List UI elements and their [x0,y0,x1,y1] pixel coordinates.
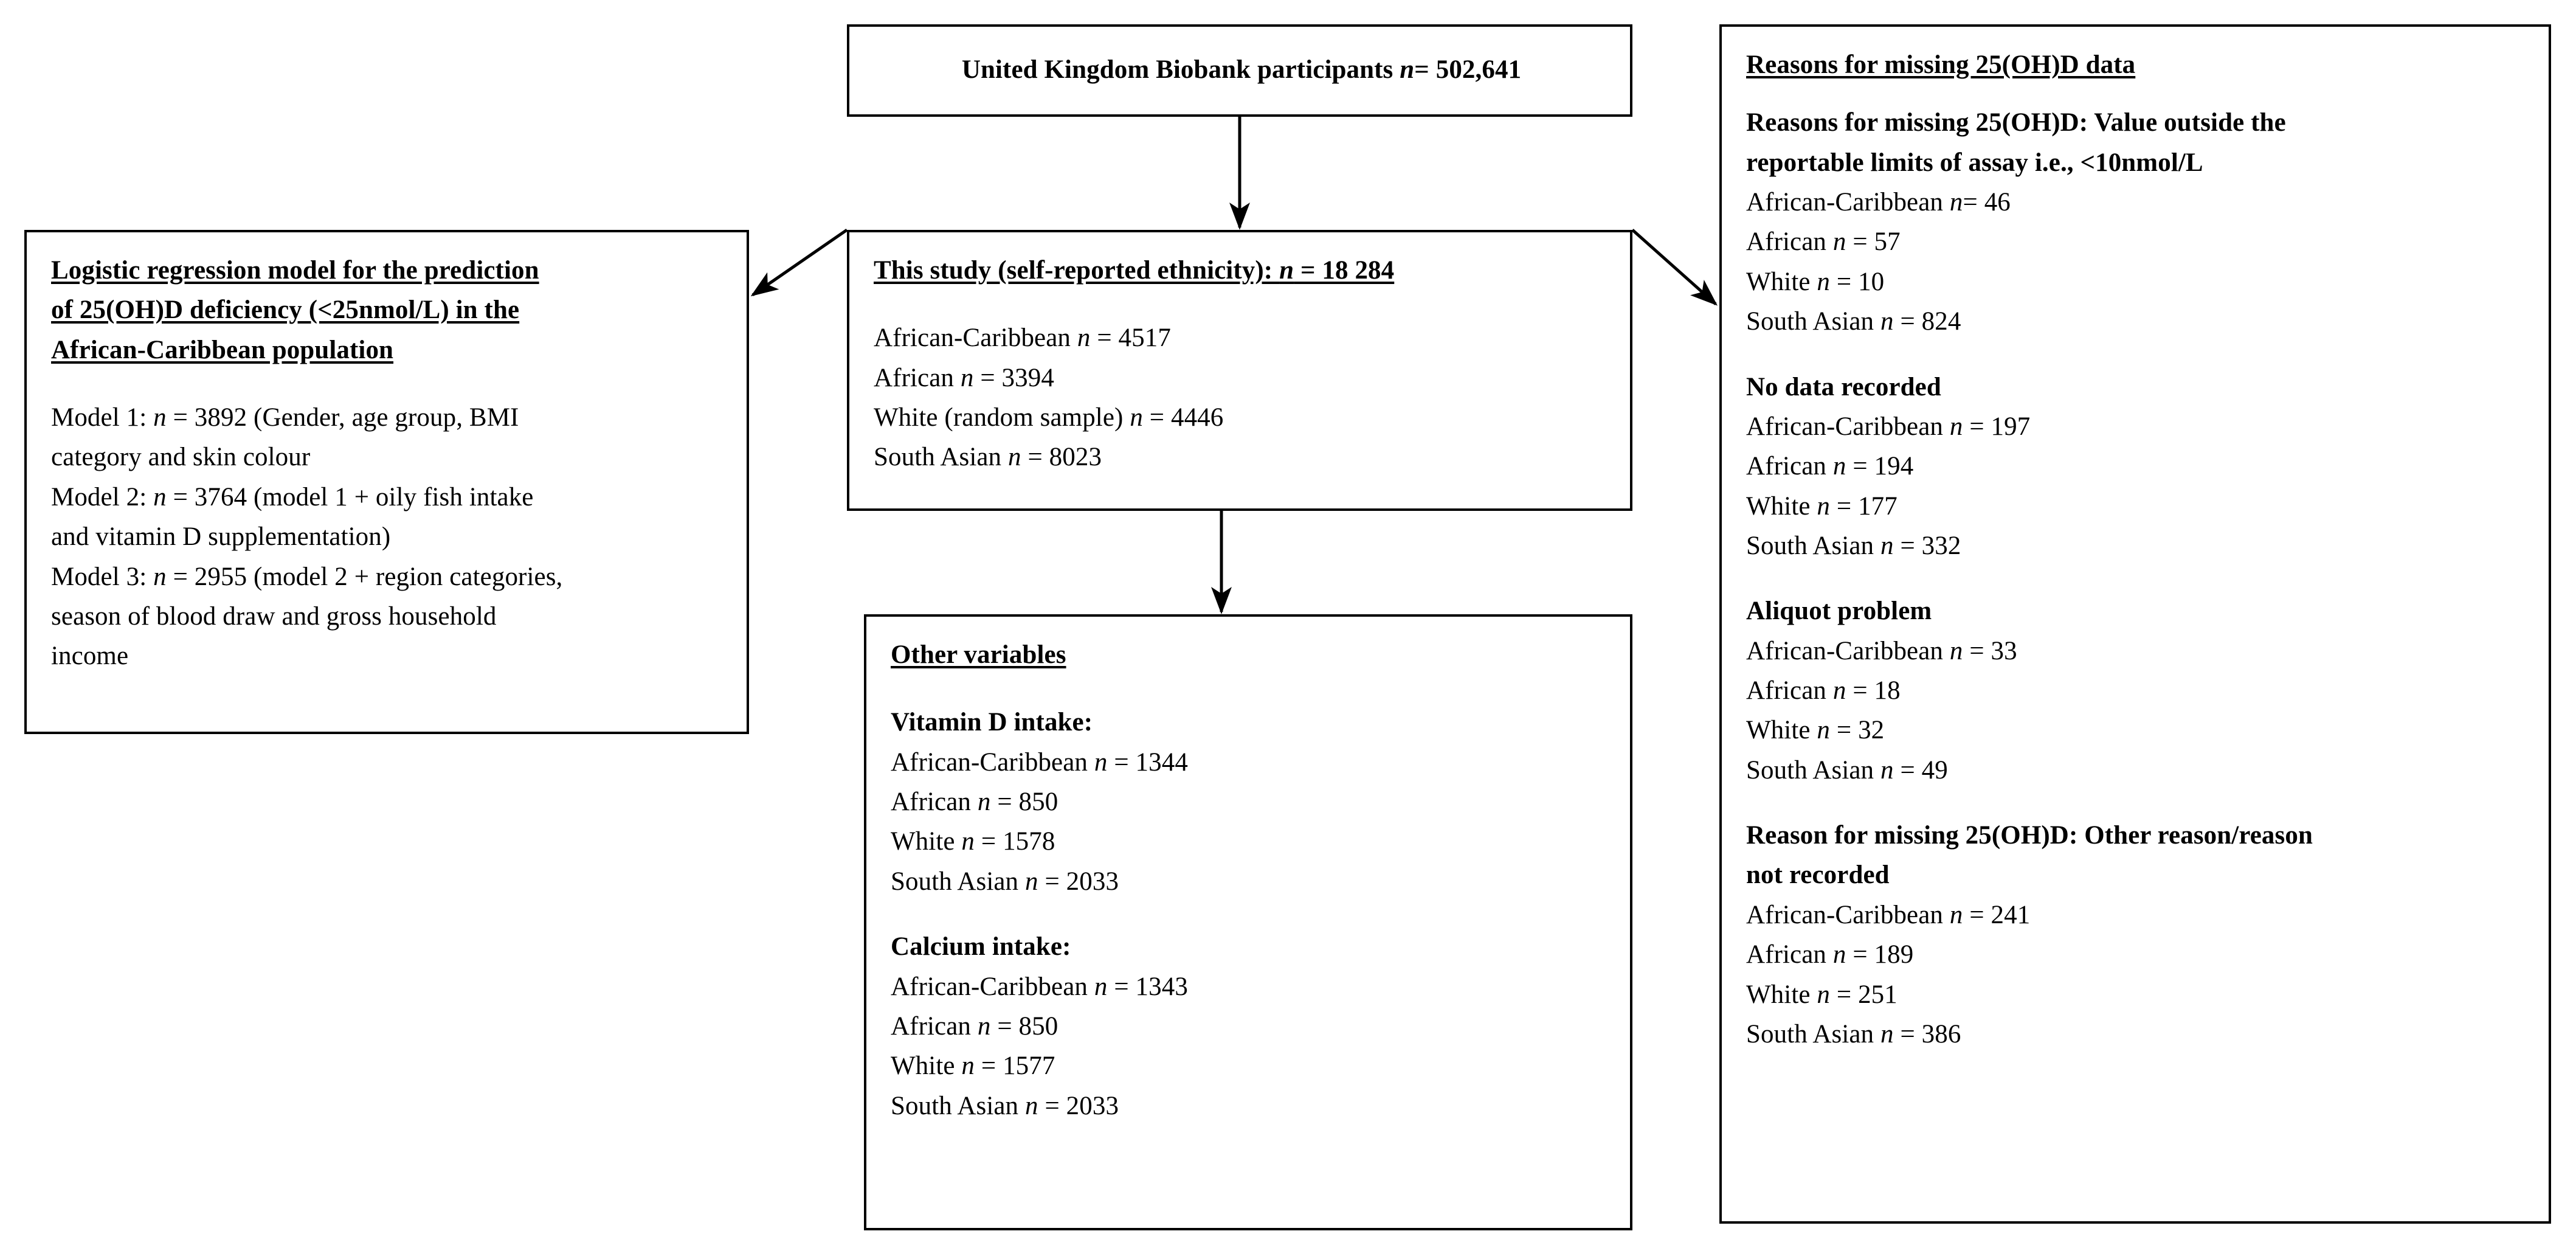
missing-data-heading: Reasons for missing 25(OH)D data [1746,50,2136,79]
model-heading-line-2: of 25(OH)D deficiency (<25nmol/L) in the [51,296,520,325]
missing-s4-row-african: African n = 189 [1746,940,1914,969]
this-study-heading: This study (self-reported ethnicity): n … [874,256,1395,285]
missing-s1-row-white: White n = 10 [1746,267,1885,296]
node-this-study: This study (self-reported ethnicity): n … [847,230,1632,511]
spacer [874,293,1609,318]
spacer [51,372,726,398]
spacer [1746,566,2528,591]
missing-s4-row-african-caribbean: African-Caribbean n = 241 [1746,900,2031,929]
other-variables-heading-wrap: Other variables [891,635,1609,674]
missing-s3-row-white: White n = 32 [1746,716,1885,745]
missing-s4-title-line-1: Reason for missing 25(OH)D: Other reason… [1746,821,2313,850]
this-study-row-african-caribbean: African-Caribbean n = 4517 [874,324,1171,353]
model-2-line-1: Model 2: n = 3764 (model 1 + oily fish i… [51,482,534,511]
model-1-line-2: category and skin colour [51,443,311,472]
other-variables-heading: Other variables [891,640,1066,669]
spacer [1746,342,2528,367]
missing-s1-row-african: African n = 57 [1746,227,1901,257]
model-3-line-3: income [51,642,129,671]
missing-s2-row-african: African n = 194 [1746,452,1914,481]
missing-s1-title-line-2: reportable limits of assay i.e., <10nmol… [1746,148,2203,177]
spacer [1746,87,2528,103]
model-2-line-2: and vitamin D supplementation) [51,522,391,552]
vitamin-d-row-white: White n = 1578 [891,827,1055,856]
model-heading-wrap: Logistic regression model for the predic… [51,251,726,370]
missing-s2-row-white: White n = 177 [1746,491,1897,521]
this-study-row-south-asian: South Asian n = 8023 [874,443,1102,472]
spacer [891,901,1609,927]
this-study-heading-wrap: This study (self-reported ethnicity): n … [874,251,1609,290]
missing-s2-row-african-caribbean: African-Caribbean n = 197 [1746,412,2031,441]
missing-s4-row-south-asian: South Asian n = 386 [1746,1019,1961,1049]
model-3-line-1: Model 3: n = 2955 (model 2 + region cate… [51,562,563,591]
missing-s3-row-african-caribbean: African-Caribbean n = 33 [1746,636,2017,665]
missing-s1-row-south-asian: South Asian n = 824 [1746,307,1961,336]
this-study-row-african: African n = 3394 [874,363,1054,392]
missing-s4-row-white: White n = 251 [1746,980,1897,1009]
vitamin-d-row-south-asian: South Asian n = 2033 [891,867,1119,896]
calcium-row-african-caribbean: African-Caribbean n = 1343 [891,972,1188,1001]
node-biobank-participants: United Kingdom Biobank participants n= 5… [847,24,1632,117]
model-3-line-2: season of blood draw and gross household [51,601,497,631]
missing-data-heading-wrap: Reasons for missing 25(OH)D data [1746,45,2528,85]
model-heading-line-3: African-Caribbean population [51,335,394,364]
arrow-study-to-model [750,228,848,297]
calcium-intake-title: Calcium intake: [891,932,1071,962]
node-logistic-regression-model: Logistic regression model for the predic… [24,230,749,734]
calcium-row-south-asian: South Asian n = 2033 [891,1091,1119,1120]
vitamin-d-row-african-caribbean: African-Caribbean n = 1344 [891,747,1188,777]
missing-s3-title: Aliquot problem [1746,597,1932,626]
node-missing-data-reasons: Reasons for missing 25(OH)D data Reasons… [1719,24,2551,1224]
missing-s4-title-line-2: not recorded [1746,861,1890,890]
missing-s2-row-south-asian: South Asian n = 332 [1746,531,1961,560]
arrow-study-to-missing [1631,229,1718,306]
calcium-row-african: African n = 850 [891,1011,1058,1041]
missing-s1-row-african-caribbean: African-Caribbean n= 46 [1746,188,2011,217]
this-study-row-white: White (random sample) n = 4446 [874,403,1224,432]
node-other-variables: Other variables Vitamin D intake: Africa… [864,614,1632,1230]
vitamin-d-row-african: African n = 850 [891,788,1058,817]
missing-s1-title-line-1: Reasons for missing 25(OH)D: Value outsi… [1746,108,2286,137]
biobank-participants-label: United Kingdom Biobank participants n= 5… [961,55,1522,84]
spacer [1746,790,2528,816]
missing-s3-row-south-asian: South Asian n = 49 [1746,755,1948,785]
calcium-row-white: White n = 1577 [891,1052,1055,1081]
vitamin-d-intake-title: Vitamin D intake: [891,708,1093,737]
model-heading-line-1: Logistic regression model for the predic… [51,256,539,285]
spacer [891,677,1609,702]
model-1-line-1: Model 1: n = 3892 (Gender, age group, BM… [51,403,519,432]
missing-s3-row-african: African n = 18 [1746,676,1901,705]
missing-s2-title: No data recorded [1746,372,1941,401]
